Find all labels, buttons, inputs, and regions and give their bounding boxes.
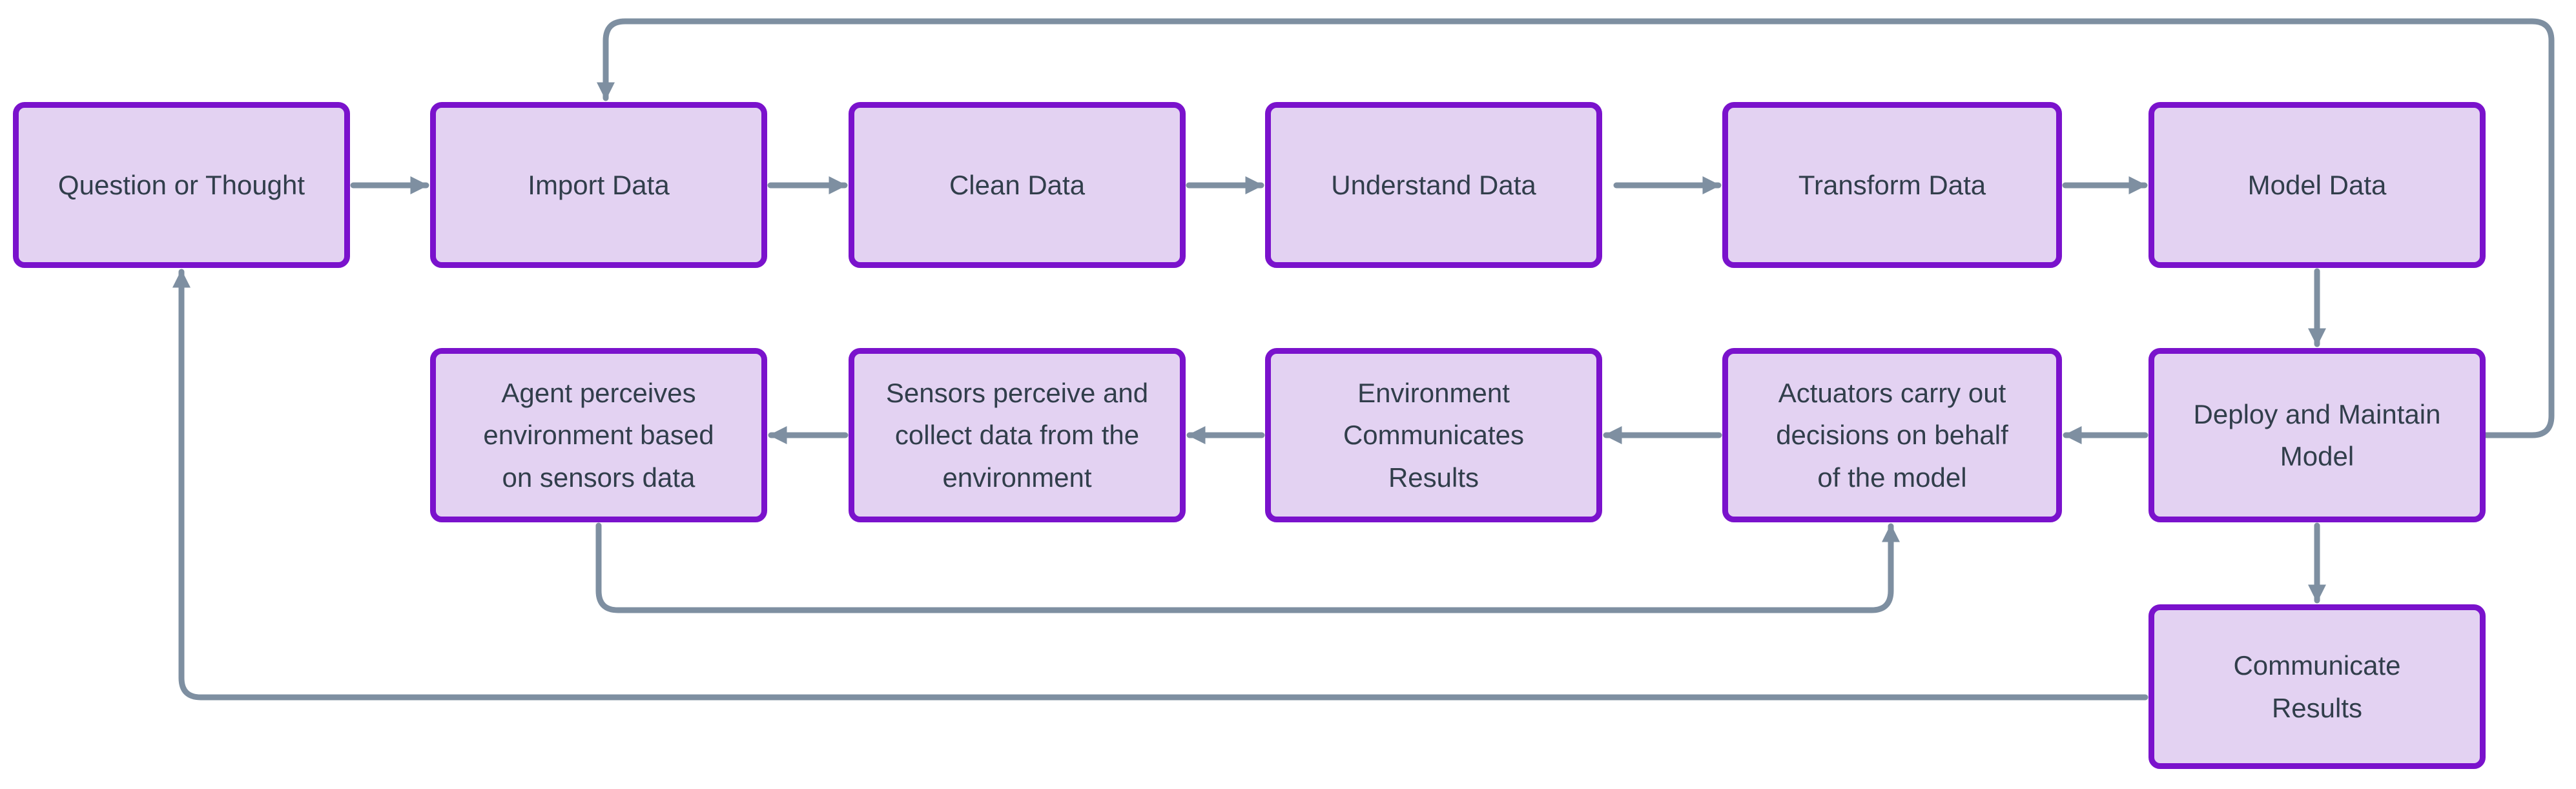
edge-deploy-to-import-loop (597, 18, 2555, 438)
node-sensors-perceive: Sensors perceive and collect data from t… (849, 348, 1186, 522)
node-model-data: Model Data (2148, 102, 2486, 268)
node-question-or-thought: Question or Thought (13, 102, 350, 268)
node-understand-data: Understand Data (1265, 102, 1602, 268)
node-agent-perceives: Agent perceives environment based on sen… (430, 348, 767, 522)
node-clean-data: Clean Data (849, 102, 1186, 268)
node-transform-data: Transform Data (1722, 102, 2062, 268)
edge-communicate-to-question-loop (172, 269, 2148, 701)
node-environment-communicates: Environment Communicates Results (1265, 348, 1602, 522)
node-import-data: Import Data (430, 102, 767, 268)
edge-agent-to-actuators-loop (595, 522, 1900, 613)
node-deploy-and-maintain: Deploy and Maintain Model (2148, 348, 2486, 522)
node-actuators-carry-out: Actuators carry out decisions on behalf … (1722, 348, 2062, 522)
node-communicate-results: Communicate Results (2148, 604, 2486, 769)
